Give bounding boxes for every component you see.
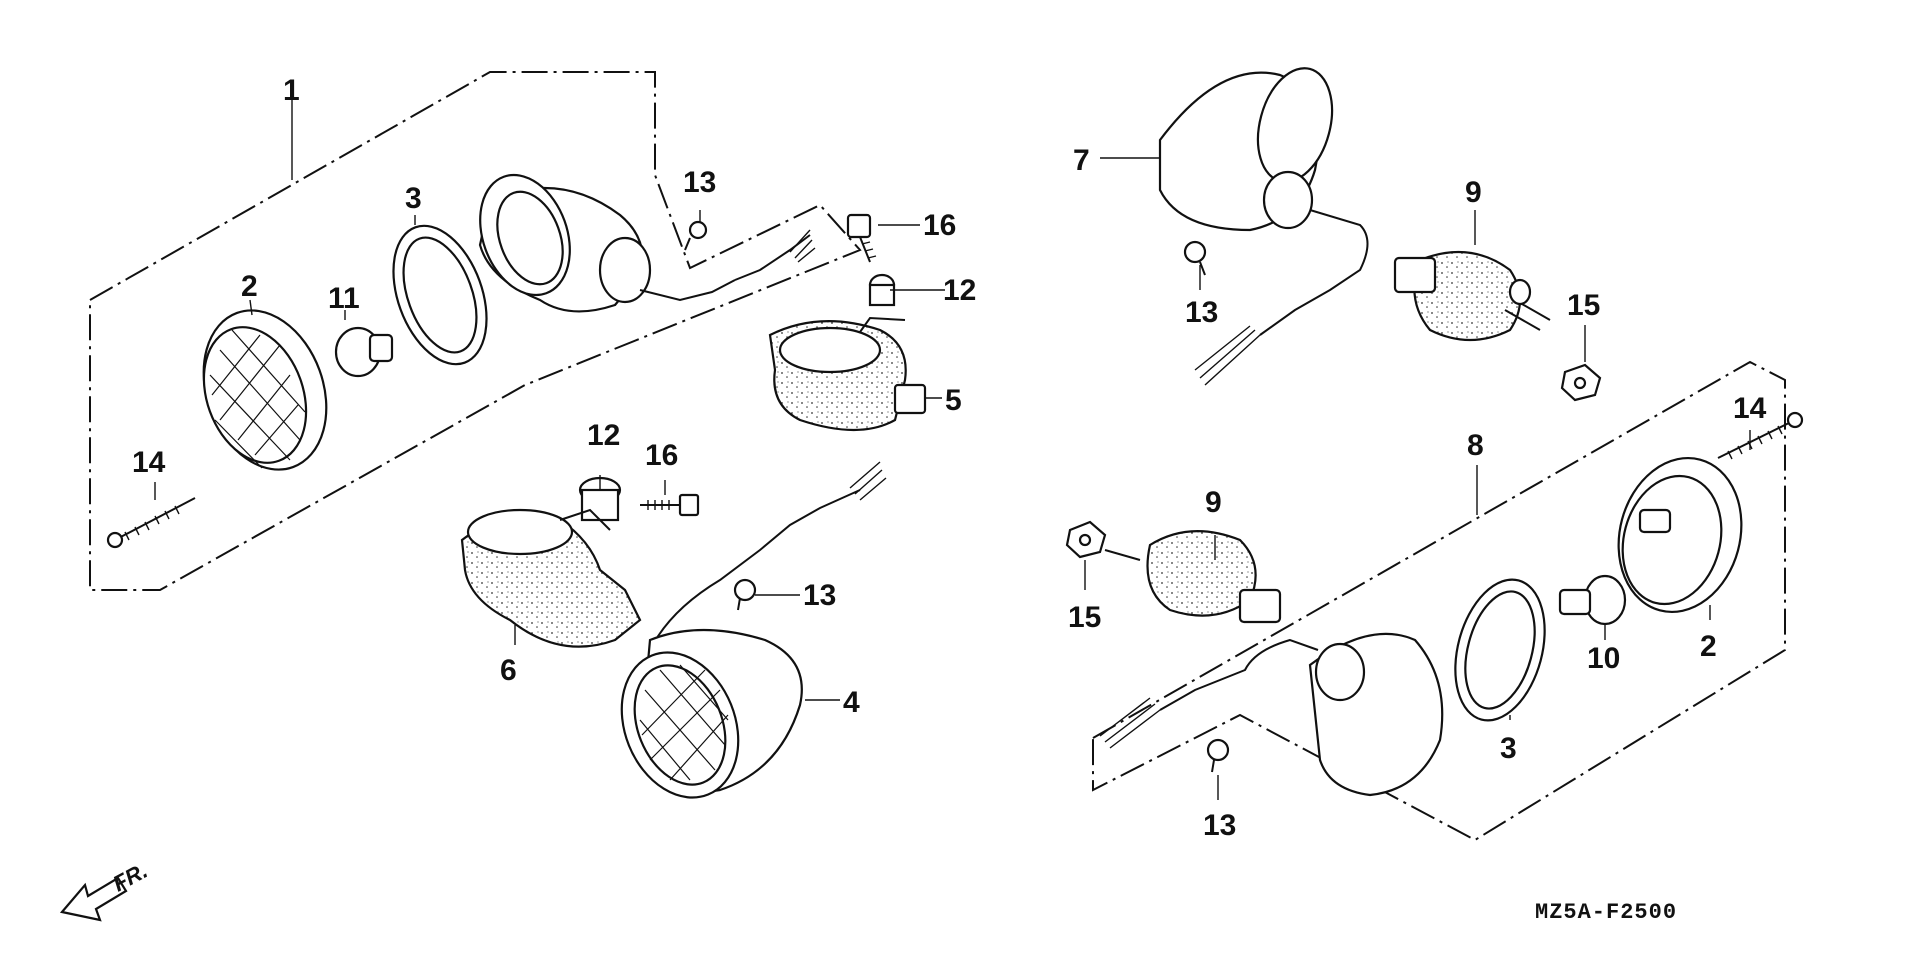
turn-signal-part-4 [620, 628, 803, 799]
callout-9-upper: 9 [1465, 176, 1482, 209]
callout-2-right: 2 [1700, 630, 1717, 663]
callout-6: 6 [500, 654, 517, 687]
screw-part-13-upper-right [1183, 240, 1207, 276]
bracket-part-6 [460, 508, 642, 648]
callout-8: 8 [1467, 429, 1484, 462]
gasket-part-3-left [392, 224, 488, 366]
callout-16-top: 16 [923, 209, 956, 242]
callout-11: 11 [328, 282, 360, 315]
callouts: 1 2 3 11 14 13 16 12 5 12 16 13 6 4 7 13… [132, 74, 1767, 842]
callout-16-middle: 16 [645, 439, 678, 472]
lens-part-2-left [202, 309, 328, 471]
screw-part-14-right [1717, 411, 1804, 460]
bulb-part-10 [1558, 574, 1627, 626]
relay-part-9-upper [1393, 250, 1551, 342]
callout-13-lower-right: 13 [1203, 809, 1236, 842]
callout-14-left: 14 [132, 446, 166, 479]
wire-left-upper [734, 234, 811, 281]
callout-12-middle: 12 [587, 419, 620, 452]
housing-part-8 [1099, 632, 1444, 797]
bulb-part-11 [334, 326, 394, 378]
nut-part-15-lower [1065, 520, 1141, 561]
callout-4: 4 [843, 686, 860, 719]
callout-15-lower: 15 [1068, 601, 1101, 634]
lens-part-2-right [1617, 456, 1743, 614]
bracket-part-5 [768, 316, 927, 432]
bolt-part-16-top [846, 213, 877, 263]
relay-part-9-lower [1146, 530, 1282, 624]
housing-part-1-left [478, 173, 736, 313]
screw-part-13-middle [733, 578, 757, 611]
callout-13-upper-right: 13 [1185, 296, 1218, 329]
callout-7: 7 [1073, 144, 1090, 177]
collar-part-12-top [868, 273, 896, 307]
callout-3-left: 3 [405, 182, 422, 215]
callout-10: 10 [1587, 642, 1620, 675]
callout-15-upper: 15 [1567, 289, 1600, 322]
callout-5: 5 [945, 384, 962, 417]
nut-part-15-upper [1560, 363, 1602, 402]
callout-2-left: 2 [241, 270, 258, 303]
callout-13-middle: 13 [803, 579, 836, 612]
callout-3-right: 3 [1500, 732, 1517, 765]
turn-signal-part-7 [1158, 67, 1369, 386]
gasket-part-3-right [1454, 578, 1546, 722]
screw-part-13-top [684, 220, 708, 251]
screw-part-14-left [106, 497, 196, 549]
callout-1: 1 [283, 74, 300, 107]
group-8-outline [1092, 360, 1786, 842]
callout-14-right: 14 [1733, 392, 1767, 425]
callout-12-top: 12 [943, 274, 976, 307]
front-direction-arrow-icon: FR. [59, 858, 152, 922]
bolt-part-16-middle [640, 493, 700, 517]
screw-part-13-lower-right [1206, 738, 1230, 773]
callout-9-lower: 9 [1205, 486, 1222, 519]
callout-13-top: 13 [683, 166, 716, 199]
diagram-code: MZ5A-F2500 [1535, 900, 1677, 925]
leader-lines [154, 100, 1751, 800]
